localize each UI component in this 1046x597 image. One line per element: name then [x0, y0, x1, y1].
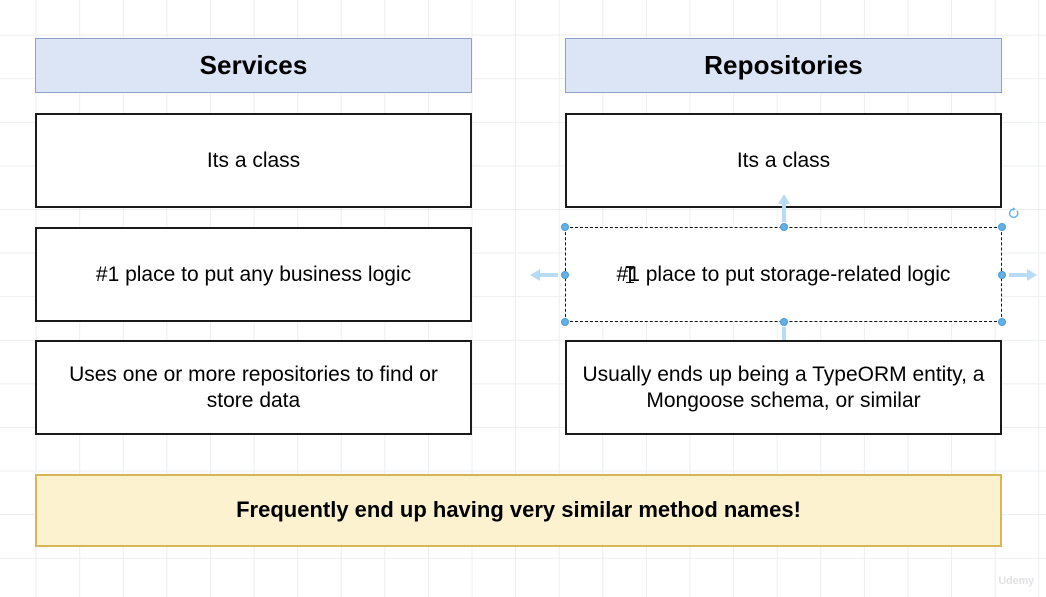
udemy-watermark: Udemy [998, 575, 1034, 587]
cell-repositories-typeorm-label: Usually ends up being a TypeORM entity, … [582, 362, 985, 412]
note-similar-method-names[interactable]: Frequently end up having very similar me… [35, 474, 1002, 547]
cell-repositories-storage-logic[interactable]: #1 place to put storage-related logic [565, 227, 1002, 322]
column-header-services[interactable]: Services [35, 38, 472, 93]
cell-repositories-typeorm[interactable]: Usually ends up being a TypeORM entity, … [565, 340, 1002, 435]
cell-repositories-storage-logic-label: #1 place to put storage-related logic [616, 262, 951, 286]
column-header-services-label: Services [199, 49, 308, 80]
cell-services-class[interactable]: Its a class [35, 113, 472, 208]
note-similar-method-names-label: Frequently end up having very similar me… [236, 497, 801, 523]
cell-services-uses-repositories-label: Uses one or more repositories to find or… [69, 362, 438, 412]
cell-services-class-label: Its a class [206, 148, 301, 172]
arrow-right-icon[interactable] [1008, 265, 1038, 285]
column-header-repositories-label: Repositories [704, 49, 863, 80]
cell-services-uses-repositories[interactable]: Uses one or more repositories to find or… [35, 340, 472, 435]
cell-repositories-class-label: Its a class [736, 148, 831, 172]
cell-services-business-logic-label: #1 place to put any business logic [95, 262, 412, 286]
text-cursor-icon [626, 266, 633, 283]
column-header-repositories[interactable]: Repositories [565, 38, 1002, 93]
rotate-icon[interactable] [1007, 207, 1020, 220]
cell-services-business-logic[interactable]: #1 place to put any business logic [35, 227, 472, 322]
cell-repositories-class[interactable]: Its a class [565, 113, 1002, 208]
arrow-left-icon[interactable] [529, 265, 559, 285]
